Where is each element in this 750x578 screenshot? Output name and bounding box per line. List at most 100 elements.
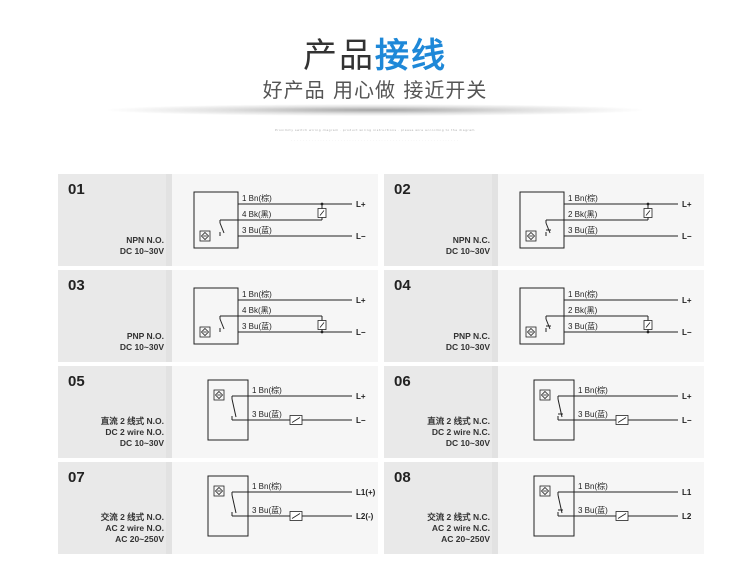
description-line: DC 10~30V xyxy=(119,246,164,256)
load-slash xyxy=(319,322,325,328)
fineprint-line-2: · · · · · · · · · · · · · · · · · · · · … xyxy=(291,138,459,142)
sensor-body xyxy=(533,475,575,537)
terminal-negative: L− xyxy=(682,416,692,425)
load-slash xyxy=(617,417,627,423)
card-description: 直流 2 线式 N.O.DC 2 wire N.O.DC 10~30V xyxy=(101,416,164,449)
description-line: AC 2 wire N.C. xyxy=(431,523,490,533)
load-slash xyxy=(617,513,627,519)
card-description: NPN N.C.DC 10~30V xyxy=(446,235,490,257)
card-label-area: 08 交流 2 线式 N.C.AC 2 wire N.C.AC 20~250V xyxy=(384,462,498,554)
wiring-diagram: 1 Bn(棕)4 Bk(黑)3 Bu(蓝)L+L− xyxy=(193,287,366,345)
description-line: NPN N.C. xyxy=(452,235,490,245)
diamond-icon xyxy=(526,231,536,241)
wire-label-1: 1 Bn(棕) xyxy=(242,193,272,203)
description-line: DC 10~30V xyxy=(445,438,490,448)
diagram-panel xyxy=(498,462,704,554)
wire-label-3: 3 Bu(蓝) xyxy=(242,225,272,235)
card-number: 03 xyxy=(68,277,85,294)
wiring-diagram: 1 Bn(棕)2 Bk(黑)3 Bu(蓝)L+L− xyxy=(519,191,692,249)
description-line: 直流 2 线式 N.C. xyxy=(427,416,490,426)
card-label-area: 07 交流 2 线式 N.O.AC 2 wire N.O.AC 20~250V xyxy=(58,462,172,554)
switch-blade xyxy=(231,494,237,514)
load-slash xyxy=(291,417,301,423)
description-line: DC 10~30V xyxy=(445,342,490,352)
card-description: NPN N.O.DC 10~30V xyxy=(120,235,164,257)
card-label-area: 05 直流 2 线式 N.O.DC 2 wire N.O.DC 10~30V xyxy=(58,366,172,458)
diamond-icon xyxy=(214,486,224,496)
terminal-positive: L1 xyxy=(682,488,692,497)
diamond-icon xyxy=(526,327,536,337)
terminal-positive: L1(+) xyxy=(356,488,376,497)
wire-label-1: 1 Bn(棕) xyxy=(242,289,272,299)
wire-label-2: 4 Bk(黑) xyxy=(242,210,272,219)
card-background xyxy=(166,366,378,458)
wire-label-2: 3 Bu(蓝) xyxy=(252,505,282,515)
diamond-icon xyxy=(540,390,550,400)
wire-label-1: 1 Bn(棕) xyxy=(252,385,282,395)
page-title: 产品接线 xyxy=(0,28,750,77)
description-line: AC 20~250V xyxy=(115,534,164,544)
wiring-card-07: 07 交流 2 线式 N.O.AC 2 wire N.O.AC 20~250V 1 … xyxy=(58,462,378,554)
load-slash xyxy=(645,210,651,216)
wiring-diagram: 1 Bn(棕) 4 Bk(黑) 3 Bu(蓝) L+ L− xyxy=(193,191,366,249)
card-description: 交流 2 线式 N.O.AC 2 wire N.O.AC 20~250V xyxy=(101,512,164,545)
panel-edge xyxy=(492,174,498,266)
panel-edge xyxy=(492,366,498,458)
description-line: 交流 2 线式 N.C. xyxy=(427,512,490,522)
junction-dot xyxy=(320,202,324,206)
description-line: NPN N.O. xyxy=(126,235,164,245)
title-accent: 接线 xyxy=(375,36,447,76)
card-number: 05 xyxy=(68,373,85,390)
card-description: PNP N.O.DC 10~30V xyxy=(120,331,164,353)
sensor-symbol xyxy=(199,230,211,242)
wire-label-1: 1 Bn(棕) xyxy=(252,481,282,491)
wire-label-2: 2 Bk(黑) xyxy=(568,210,598,219)
sensor-symbol xyxy=(539,485,551,497)
terminal-negative: L− xyxy=(682,328,692,337)
header-divider xyxy=(108,104,642,116)
card-number: 07 xyxy=(68,469,85,486)
card-number: 04 xyxy=(394,277,411,294)
page-header: 产品接线 好产品 用心做 接近开关 Proximity switch wirin… xyxy=(0,0,750,150)
diamond-icon xyxy=(200,327,210,337)
panel-edge xyxy=(492,270,498,362)
wire-label-1: 1 Bn(棕) xyxy=(568,193,598,203)
load-slash xyxy=(319,210,325,216)
terminal-negative: L− xyxy=(682,232,692,241)
junction-dot xyxy=(646,330,650,334)
wiring-diagram: 1 Bn(棕)2 Bk(黑)3 Bu(蓝)L+L− xyxy=(519,287,692,345)
terminal-positive: L+ xyxy=(356,200,366,209)
diamond-icon xyxy=(200,231,210,241)
wiring-card-08: 08 交流 2 线式 N.C.AC 2 wire N.C.AC 20~250V 1 … xyxy=(384,462,704,554)
diagram-panel xyxy=(172,366,378,458)
card-description: 交流 2 线式 N.C.AC 2 wire N.C.AC 20~250V xyxy=(427,512,490,545)
terminal-positive: L+ xyxy=(682,296,692,305)
card-number: 08 xyxy=(394,469,411,486)
description-line: DC 10~30V xyxy=(119,438,164,448)
wire-label-1: 1 Bn(棕) xyxy=(568,289,598,299)
wire-label-2: 2 Bk(黑) xyxy=(568,306,598,315)
diagram-panel xyxy=(172,462,378,554)
load-slash xyxy=(291,513,301,519)
title-plain: 产品 xyxy=(303,36,375,76)
wire-label-2: 3 Bu(蓝) xyxy=(578,409,608,419)
wire-label-1: 1 Bn(棕) xyxy=(578,385,608,395)
sensor-symbol xyxy=(525,230,537,242)
wire-label-1: 1 Bn(棕) xyxy=(578,481,608,491)
description-line: PNP N.C. xyxy=(453,331,490,341)
switch-blade xyxy=(231,398,237,418)
terminal-positive: L+ xyxy=(682,200,692,209)
switch-blade xyxy=(219,222,225,234)
diamond-icon xyxy=(214,390,224,400)
terminal-negative: L− xyxy=(356,232,366,241)
wire-label-2: 3 Bu(蓝) xyxy=(578,505,608,515)
terminal-positive: L+ xyxy=(356,296,366,305)
